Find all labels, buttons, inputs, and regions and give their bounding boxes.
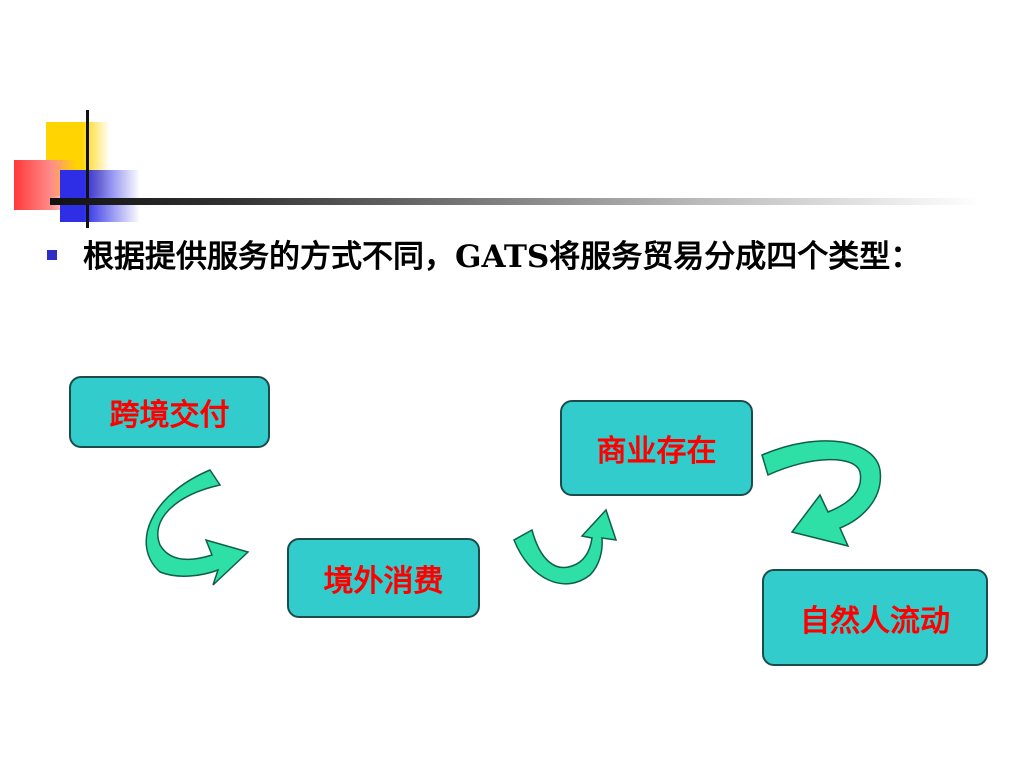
decor-vertical-line xyxy=(86,110,89,228)
curved-arrow-icon xyxy=(761,440,882,548)
box-cross-border-supply: 跨境交付 xyxy=(69,376,270,448)
curved-arrow-icon xyxy=(145,469,250,586)
box-commercial-presence: 商业存在 xyxy=(560,400,753,496)
decor-blue-square xyxy=(60,170,140,222)
bullet-marker xyxy=(47,250,57,260)
box-consumption-abroad: 境外消费 xyxy=(287,538,480,618)
curved-arrow-icon xyxy=(513,508,618,585)
box-natural-person-movement: 自然人流动 xyxy=(762,569,988,666)
decor-horizontal-rule xyxy=(50,198,980,205)
bullet-text: 根据提供服务的方式不同，GATS将服务贸易分成四个类型： xyxy=(83,239,922,275)
